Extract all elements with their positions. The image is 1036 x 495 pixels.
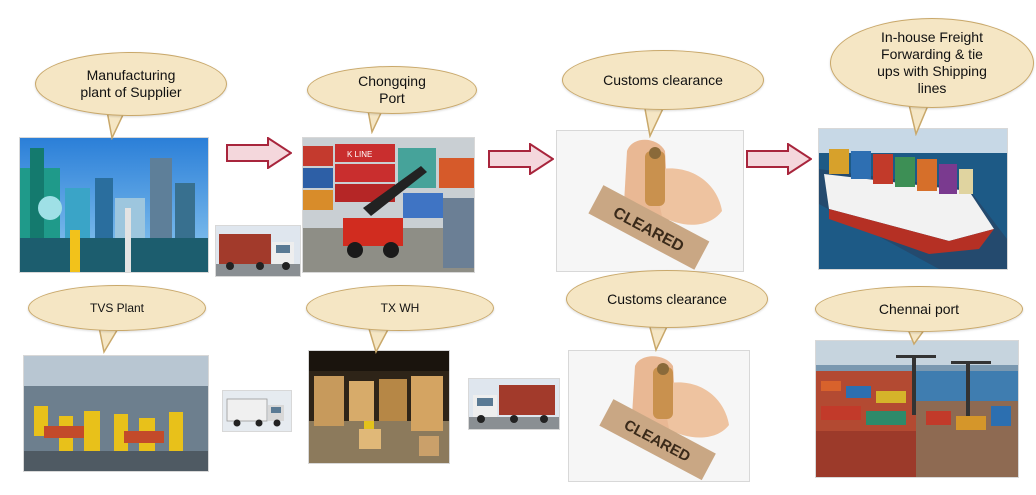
flow-arrow-1: [226, 137, 292, 169]
flow-arrow-2: [488, 143, 554, 175]
chennai-port-image: [815, 340, 1019, 478]
bubble-tvs-plant: TVS Plant: [28, 285, 206, 331]
truck-image-bottom-left: [222, 390, 292, 432]
bubble-customs-clearance-bottom: Customs clearance: [566, 270, 768, 328]
container-logo-text: K LINE: [347, 150, 372, 159]
bubble-tx-wh: TX WH: [306, 285, 494, 331]
bubble-freight-forwarding: In-house Freight Forwarding & tie ups wi…: [830, 18, 1034, 108]
bubble-chongqing-port: Chongqing Port: [307, 66, 477, 114]
truck-image-bottom-right: [468, 378, 560, 430]
truck-image-top: [215, 225, 301, 277]
container-ship-image: [818, 128, 1008, 270]
customs-stamp-image-bottom: CLEARED: [568, 350, 750, 482]
warehouse-image: [308, 350, 450, 464]
customs-stamp-image-top: CLEARED: [556, 130, 744, 272]
tvs-plant-image: [23, 355, 209, 472]
manufacturing-plant-image: [19, 137, 209, 273]
bubble-manufacturing-plant: Manufacturing plant of Supplier: [35, 52, 227, 116]
bubble-customs-clearance-top: Customs clearance: [562, 50, 764, 110]
bubble-chennai-port: Chennai port: [815, 286, 1023, 332]
flow-arrow-3: [746, 143, 812, 175]
chongqing-port-image: K LINE: [302, 137, 475, 273]
